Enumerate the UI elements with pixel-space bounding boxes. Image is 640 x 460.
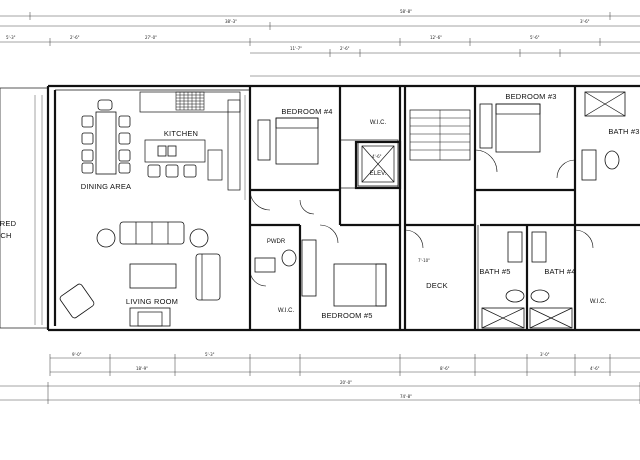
dim-living-width: 27'-0" bbox=[145, 35, 157, 40]
dim-bottom-1: 9'-0" bbox=[72, 352, 82, 357]
dim-bottom-2: 18'-9" bbox=[136, 366, 148, 371]
doors bbox=[249, 149, 594, 287]
label-covered-porch-top: RED bbox=[0, 219, 17, 228]
kitchen-counter bbox=[139, 91, 241, 191]
dim-overall-width: 58'-8" bbox=[400, 9, 412, 14]
label-bedroom-5: BEDROOM #5 bbox=[321, 311, 372, 320]
dim-top-row-1: 38'-3" bbox=[225, 19, 237, 24]
dim-deck: 7'-10" bbox=[418, 258, 430, 263]
label-bath-5: BATH #5 bbox=[479, 267, 510, 276]
dim-bottom-4: 20'-0" bbox=[340, 380, 352, 385]
label-bath-3: BATH #3 bbox=[608, 127, 639, 136]
label-deck: DECK bbox=[426, 281, 448, 290]
bath-5-fixtures bbox=[481, 231, 525, 329]
label-elevator: ELEV. bbox=[370, 171, 387, 177]
dim-bed3-width: 12'-6" bbox=[430, 35, 442, 40]
elevator bbox=[354, 140, 402, 190]
dim-elevator: 4'-6" bbox=[372, 154, 382, 159]
bedroom-4-furniture bbox=[257, 117, 399, 189]
label-bedroom-4: BEDROOM #4 bbox=[281, 107, 332, 116]
dining-table bbox=[81, 99, 131, 175]
bath-4-fixtures bbox=[529, 231, 573, 329]
label-covered-porch-bottom: CH bbox=[0, 231, 11, 240]
covered-porch-outline bbox=[0, 87, 49, 329]
label-wic-2: W.I.C. bbox=[278, 308, 295, 314]
dim-bottom-3: 5'-3" bbox=[205, 352, 215, 357]
dim-bed4-side: 2'-6" bbox=[340, 46, 350, 51]
label-wic-3: W.I.C. bbox=[590, 299, 607, 305]
dim-left-2: 2'-6" bbox=[70, 35, 80, 40]
living-furniture bbox=[59, 221, 221, 327]
label-living-room: LIVING ROOM bbox=[126, 297, 178, 306]
kitchen-stools bbox=[147, 149, 223, 181]
bedroom-5-furniture bbox=[301, 239, 387, 307]
label-kitchen: KITCHEN bbox=[164, 129, 198, 138]
dim-bottom-6: 3'-0" bbox=[540, 352, 550, 357]
label-bedroom-3: BEDROOM #3 bbox=[505, 92, 556, 101]
dim-bottom-5: 8'-6" bbox=[440, 366, 450, 371]
interior-walls bbox=[248, 86, 640, 330]
label-powder: PWDR bbox=[267, 239, 286, 245]
dim-bath3-width: 5'-6" bbox=[530, 35, 540, 40]
stairs bbox=[409, 109, 471, 161]
exterior-walls bbox=[0, 84, 640, 332]
label-wic-1: W.I.C. bbox=[370, 120, 387, 126]
interior-dimensions: 4'-6" 7'-10" bbox=[34, 95, 430, 325]
bottom-dimension-lines: 9'-0" 18'-9" 5'-3" 20'-0" 8'-6" 3'-0" 4'… bbox=[0, 352, 640, 404]
dim-overall-width-bottom: 74'-8" bbox=[400, 394, 412, 399]
bath-3-fixtures bbox=[581, 91, 626, 181]
bedroom-3-furniture bbox=[479, 103, 541, 153]
dim-top-row-2: 3'-6" bbox=[580, 19, 590, 24]
label-bath-4: BATH #4 bbox=[544, 267, 575, 276]
room-labels: DINING AREA KITCHEN LIVING ROOM BEDROOM … bbox=[0, 92, 639, 320]
powder-fixtures bbox=[254, 249, 297, 273]
dim-bed4-width: 11'-7" bbox=[290, 46, 302, 51]
label-dining-area: DINING AREA bbox=[81, 182, 132, 191]
dim-bottom-7: 4'-6" bbox=[590, 366, 600, 371]
dim-left-1: 5'-3" bbox=[6, 35, 16, 40]
top-dimension-lines: 58'-8" 38'-3" 3'-6" 5'-3" 2'-6" 27'-0" 1… bbox=[0, 9, 640, 77]
